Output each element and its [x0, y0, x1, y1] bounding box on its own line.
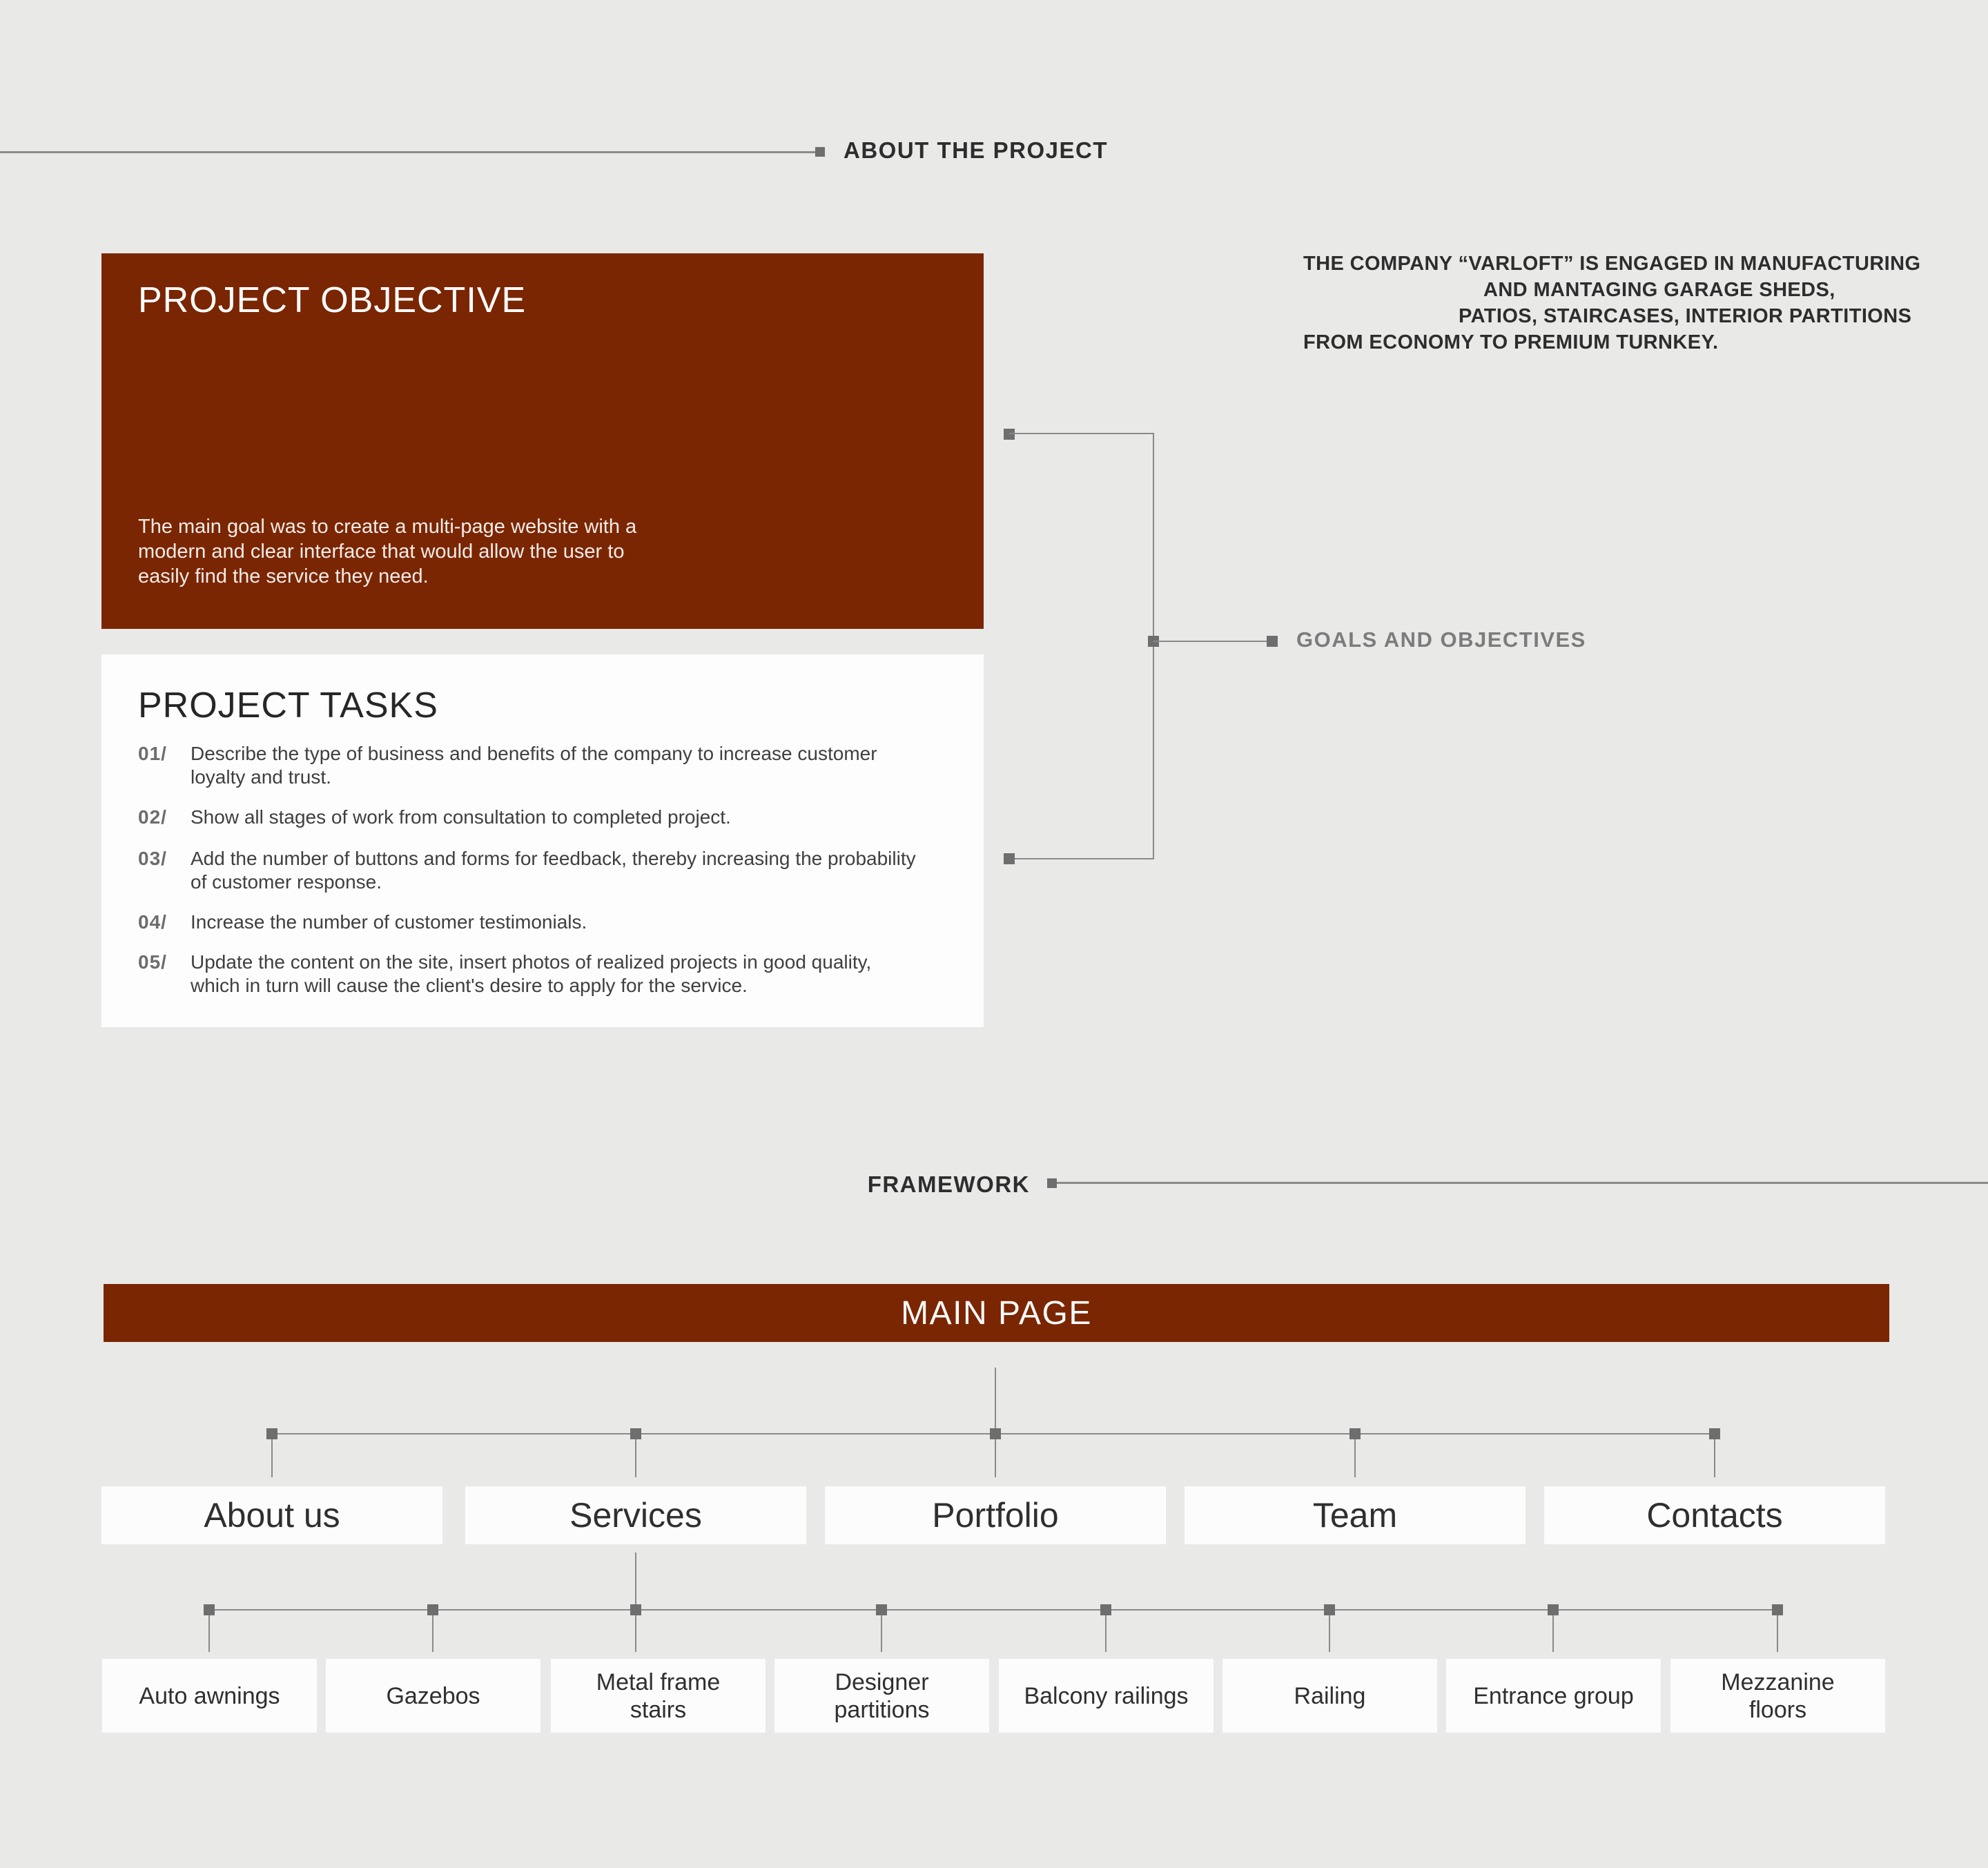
task-item: 02/ Show all stages of work from consult…	[138, 806, 953, 829]
sitemap-node-metal-frame-stairs: Metal frame stairs	[551, 1659, 766, 1733]
main-page-node: MAIN PAGE	[104, 1284, 1889, 1342]
tree-drop-services	[635, 1434, 636, 1477]
bracket-bottom-square	[1004, 853, 1015, 864]
task-text: Describe the type of business and benefi…	[191, 743, 877, 788]
tree-drop-leaf	[1329, 1610, 1330, 1652]
about-header-square	[815, 147, 825, 157]
sitemap-node-about-us: About us	[101, 1486, 442, 1544]
task-number: 02/	[138, 806, 167, 828]
project-objective-paragraph: The main goal was to create a multi-page…	[138, 516, 637, 587]
junction-square	[1349, 1428, 1361, 1439]
tree-drop-leaf	[1552, 1610, 1554, 1652]
sitemap-node-auto-awnings: Auto awnings	[102, 1659, 317, 1733]
sitemap-node-mezzanine-floors: Mezzanine floors	[1670, 1659, 1885, 1733]
junction-square	[204, 1604, 215, 1615]
junction-square	[1772, 1604, 1783, 1615]
tree-drop-leaf	[1105, 1610, 1107, 1652]
task-text: Show all stages of work from consultatio…	[191, 806, 731, 828]
bracket-top-line	[1009, 433, 1154, 434]
company-line: THE COMPANY “VARLOFT” IS ENGAGED IN MANU…	[1303, 253, 1921, 275]
project-tasks-title: PROJECT TASKS	[138, 685, 438, 726]
tree-drop-about	[271, 1434, 273, 1477]
framework-line	[1057, 1182, 1988, 1184]
sitemap-node-gazebos: Gazebos	[326, 1659, 540, 1733]
tree-drop-leaf	[1777, 1610, 1778, 1652]
junction-square	[1709, 1428, 1720, 1439]
task-item: 05/ Update the content on the site, inse…	[138, 951, 953, 998]
goals-section-title: GOALS AND OBJECTIVES	[1296, 627, 1586, 652]
company-description: THE COMPANY “VARLOFT” IS ENGAGED IN MANU…	[1303, 251, 1921, 356]
junction-square	[1548, 1604, 1559, 1615]
sitemap-node-entrance-group: Entrance group	[1446, 1659, 1661, 1733]
tree-drop-leaf	[432, 1610, 433, 1652]
task-number: 01/	[138, 743, 167, 764]
task-text: Add the number of buttons and forms for …	[191, 848, 916, 893]
junction-square	[990, 1428, 1001, 1439]
sitemap-node-team: Team	[1185, 1486, 1526, 1544]
about-section-title: ABOUT THE PROJECT	[844, 137, 1109, 163]
goals-connector-line	[1153, 641, 1272, 642]
bracket-bottom-line	[1009, 858, 1154, 859]
task-item: 04/ Increase the number of customer test…	[138, 911, 953, 934]
tree-drop-team	[1354, 1434, 1356, 1477]
tree-drop-leaf	[881, 1610, 882, 1652]
framework-section-title: FRAMEWORK	[867, 1171, 1030, 1197]
sitemap-node-contacts: Contacts	[1544, 1486, 1885, 1544]
project-objective-card: PROJECT OBJECTIVE The main goal was to c…	[101, 253, 984, 629]
task-number: 03/	[138, 848, 167, 869]
framework-square	[1047, 1178, 1057, 1188]
task-list: 01/ Describe the type of business and be…	[138, 742, 953, 998]
task-item: 01/ Describe the type of business and be…	[138, 742, 953, 789]
sitemap-node-designer-partitions: Designer partitions	[774, 1659, 989, 1733]
sitemap-node-services: Services	[465, 1486, 806, 1544]
tree-drop-portfolio	[995, 1434, 996, 1477]
bracket-top-square	[1004, 429, 1015, 440]
junction-square	[1324, 1604, 1335, 1615]
tree-services-vertical	[635, 1553, 636, 1610]
junction-square	[630, 1428, 641, 1439]
task-number: 04/	[138, 911, 167, 933]
junction-square	[266, 1428, 277, 1439]
junction-square	[876, 1604, 887, 1615]
project-tasks-card: PROJECT TASKS 01/ Describe the type of b…	[101, 654, 984, 1027]
task-text: Update the content on the site, insert p…	[191, 951, 872, 996]
sitemap-node-portfolio: Portfolio	[825, 1486, 1166, 1544]
tree-main-vertical	[995, 1368, 996, 1434]
task-text: Increase the number of customer testimon…	[191, 911, 587, 933]
tree-drop-leaf	[208, 1610, 210, 1652]
sitemap-node-balcony-railings: Balcony railings	[999, 1659, 1214, 1733]
company-line: AND MANTAGING GARAGE SHEDS,	[1483, 279, 1835, 301]
tree-drop-contacts	[1714, 1434, 1715, 1477]
company-line: FROM ECONOMY TO PREMIUM TURNKEY.	[1303, 331, 1719, 353]
junction-square	[1100, 1604, 1111, 1615]
tree-level2-rail	[210, 1609, 1778, 1611]
project-objective-title: PROJECT OBJECTIVE	[138, 280, 527, 320]
junction-square	[427, 1604, 438, 1615]
junction-square	[630, 1604, 641, 1615]
task-item: 03/ Add the number of buttons and forms …	[138, 847, 953, 894]
goals-square	[1267, 636, 1278, 647]
company-line: PATIOS, STAIRCASES, INTERIOR PARTITIONS	[1459, 305, 1912, 327]
sitemap-node-railing: Railing	[1222, 1659, 1437, 1733]
task-number: 05/	[138, 951, 167, 973]
tree-drop-leaf	[635, 1610, 636, 1652]
about-header-line	[0, 151, 815, 153]
